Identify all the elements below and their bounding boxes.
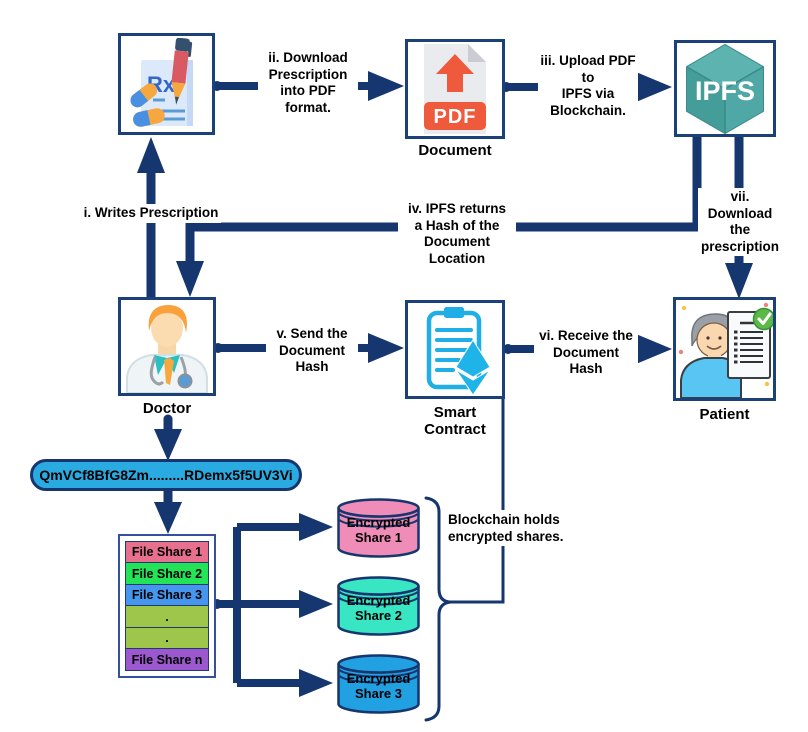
step-label-iv: iv. IPFS returns a Hash of the Document … <box>398 200 516 268</box>
step-label-v: v. Send the Document Hash <box>266 325 358 377</box>
node-prescription: Rx <box>118 33 215 135</box>
node-doctor <box>118 297 216 396</box>
encrypted-share-cylinder: Encrypted Share 2 <box>336 576 421 638</box>
step-label-i: i. Writes Prescription <box>81 204 221 223</box>
file-share-row: File Share n <box>125 648 209 672</box>
svg-text:IPFS: IPFS <box>695 76 755 106</box>
document-label: Document <box>418 142 492 159</box>
node-patient <box>673 297 776 401</box>
step-label-ii: ii. Download Prescription into PDF forma… <box>258 49 358 117</box>
pen-icon <box>170 38 192 105</box>
ipfs-icon: IPFS <box>686 43 764 134</box>
patient-label: Patient <box>699 406 750 423</box>
doctor-label: Doctor <box>142 400 192 417</box>
smart-contract-icon <box>426 306 491 396</box>
step-label-vii: vii. Download the prescription <box>698 188 782 256</box>
encrypted-share-label: Encrypted Share 3 <box>346 671 411 701</box>
upload-arrow-icon <box>436 54 474 92</box>
ipfs-hash-pill: QmVCf8BfG8Zm.........RDemx5f5UV3Vi <box>30 459 302 491</box>
svg-text:PDF: PDF <box>434 106 477 128</box>
prescription-icon: Rx <box>129 38 193 127</box>
arrow-doctor-to-hash <box>154 414 182 461</box>
pill-capsule-icon <box>129 83 157 108</box>
node-smart-contract <box>405 300 505 399</box>
file-share-row: File Share 2 <box>125 562 209 586</box>
file-share-row: File Share 1 <box>125 541 209 564</box>
pill-capsule-icon <box>132 108 165 127</box>
encrypted-share-label: Encrypted Share 1 <box>346 515 411 545</box>
database-icon <box>337 654 420 714</box>
step-label-vi: vi. Receive the Document Hash <box>534 327 638 379</box>
smart-contract-label: Smart Contract <box>424 404 486 438</box>
file-share-row: . <box>125 626 209 650</box>
arrow-writes-prescription <box>137 137 165 297</box>
encrypted-share-label: Encrypted Share 2 <box>346 593 411 623</box>
arrow-stack-to-shares <box>212 513 333 697</box>
connector-contract-to-brace <box>450 399 505 604</box>
encrypted-share-cylinder: Encrypted Share 1 <box>336 498 421 560</box>
database-icon <box>337 498 420 558</box>
patient-icon <box>678 302 773 398</box>
doctor-icon <box>126 304 208 393</box>
file-share-stack: File Share 1 File Share 2 File Share 3 .… <box>118 534 216 678</box>
encrypted-share-cylinder: Encrypted Share 3 <box>336 654 421 716</box>
check-badge-icon <box>752 307 773 331</box>
blockchain-note: Blockchain holds encrypted shares. <box>448 510 570 546</box>
brace-encrypted-shares <box>424 496 452 722</box>
node-ipfs: IPFS <box>674 40 776 137</box>
arrow-hash-to-stack <box>154 491 182 534</box>
pdf-document-icon: PDF <box>424 44 486 134</box>
ethereum-icon <box>455 338 491 396</box>
file-share-row: File Share 3 <box>125 583 209 607</box>
database-icon <box>337 576 420 636</box>
file-share-row: . <box>125 605 209 629</box>
step-label-iii: iii. Upload PDF to IPFS via Blockchain. <box>538 52 638 120</box>
node-document: PDF <box>405 39 505 139</box>
stethoscope-icon <box>149 356 165 385</box>
